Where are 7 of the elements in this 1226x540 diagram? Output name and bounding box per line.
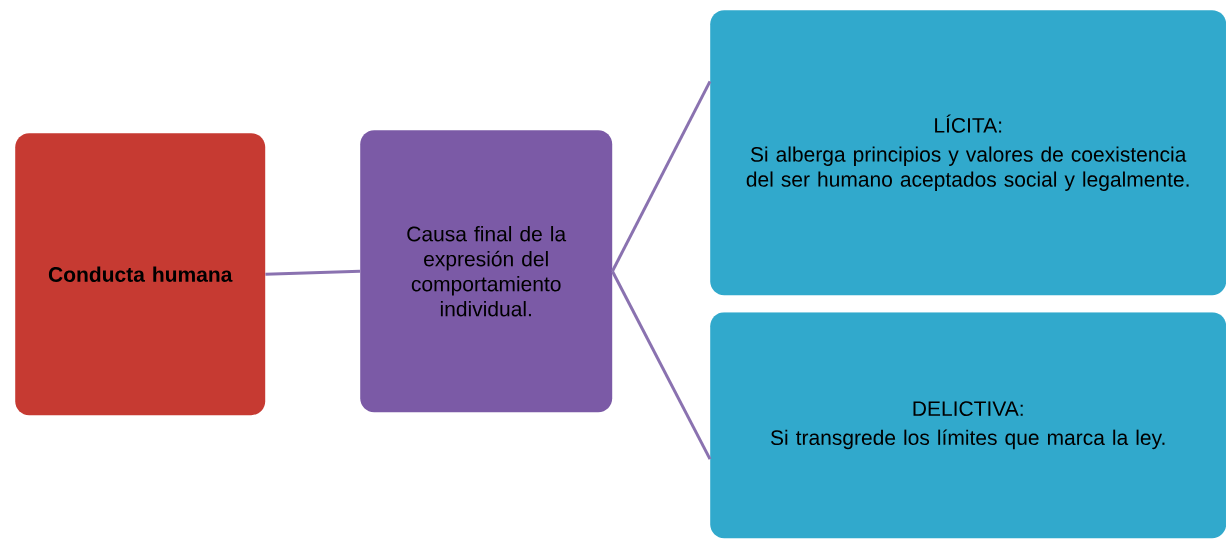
process-box: Conducta humana — [15, 133, 266, 416]
connector-line — [265, 269, 361, 276]
result-box: LÍCITA: Si alberga principios y valores de coexistencia del ser humano aceptados social y legalmente. — [710, 10, 1226, 296]
connector-line — [611, 80, 712, 272]
process-box: Causa final de la expresión del comportamiento individual. — [360, 130, 613, 413]
connector-line — [611, 270, 712, 460]
result-box: DELICTIVA: Si transgrede los límites que marca la ley. — [710, 312, 1226, 539]
